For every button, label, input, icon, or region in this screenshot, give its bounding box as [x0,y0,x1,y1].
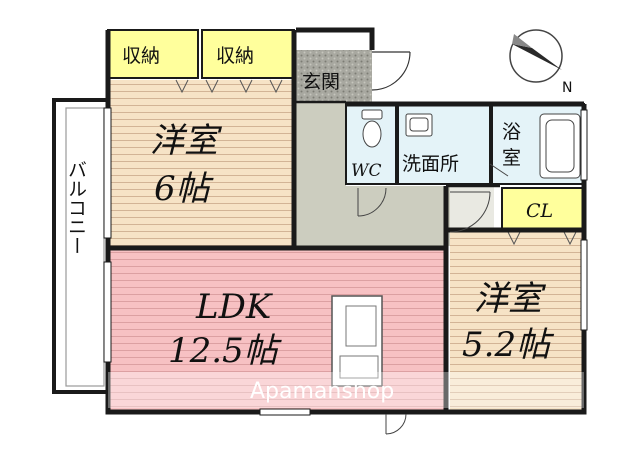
entrance-label: 玄関 [302,71,340,93]
inner-walls [296,100,500,188]
toilet-icon [361,109,383,148]
sink-icon [405,113,433,137]
entrance-tile [296,50,372,102]
storage-right [201,29,295,79]
ldk-name: LDK [195,287,274,327]
compass-icon [509,29,563,83]
ldk-size: 12.5帖 [168,331,283,371]
compass-north-label: N [562,80,572,96]
kitchen-counter [331,295,383,387]
wc-label: WC [351,161,381,181]
youshitsu2-name: 洋室 [474,279,547,319]
corridor-lower [450,186,494,230]
room-ldk [108,248,446,412]
youshitsu1-name: 洋室 [150,121,223,161]
storage-right-label: 収納 [216,45,254,67]
entrance-door [371,51,411,91]
balcony: バルコニー [52,98,110,394]
watermark-band [108,372,584,408]
room-youshitsu-6 [108,80,294,246]
balcony-label: バルコニー [65,160,87,255]
bath-label-top: 浴 [502,121,521,143]
youshitsu1-size: 6帖 [154,169,215,209]
windows [103,107,588,416]
watermark-text: Apamanshop [250,379,394,404]
bath-label-bottom: 室 [502,147,521,169]
bathtub-icon [539,113,581,179]
youshitsu2-size: 5.2帖 [462,325,555,365]
storage-left-label: 収納 [122,45,160,67]
storage-left [107,29,199,79]
closet-doors [507,231,577,246]
doors [357,163,509,435]
corridor [296,102,450,246]
closet-label: CL [526,200,553,222]
room-youshitsu-5 [450,230,584,412]
storage-doors [175,79,283,94]
washroom-label: 洗面所 [402,153,459,175]
